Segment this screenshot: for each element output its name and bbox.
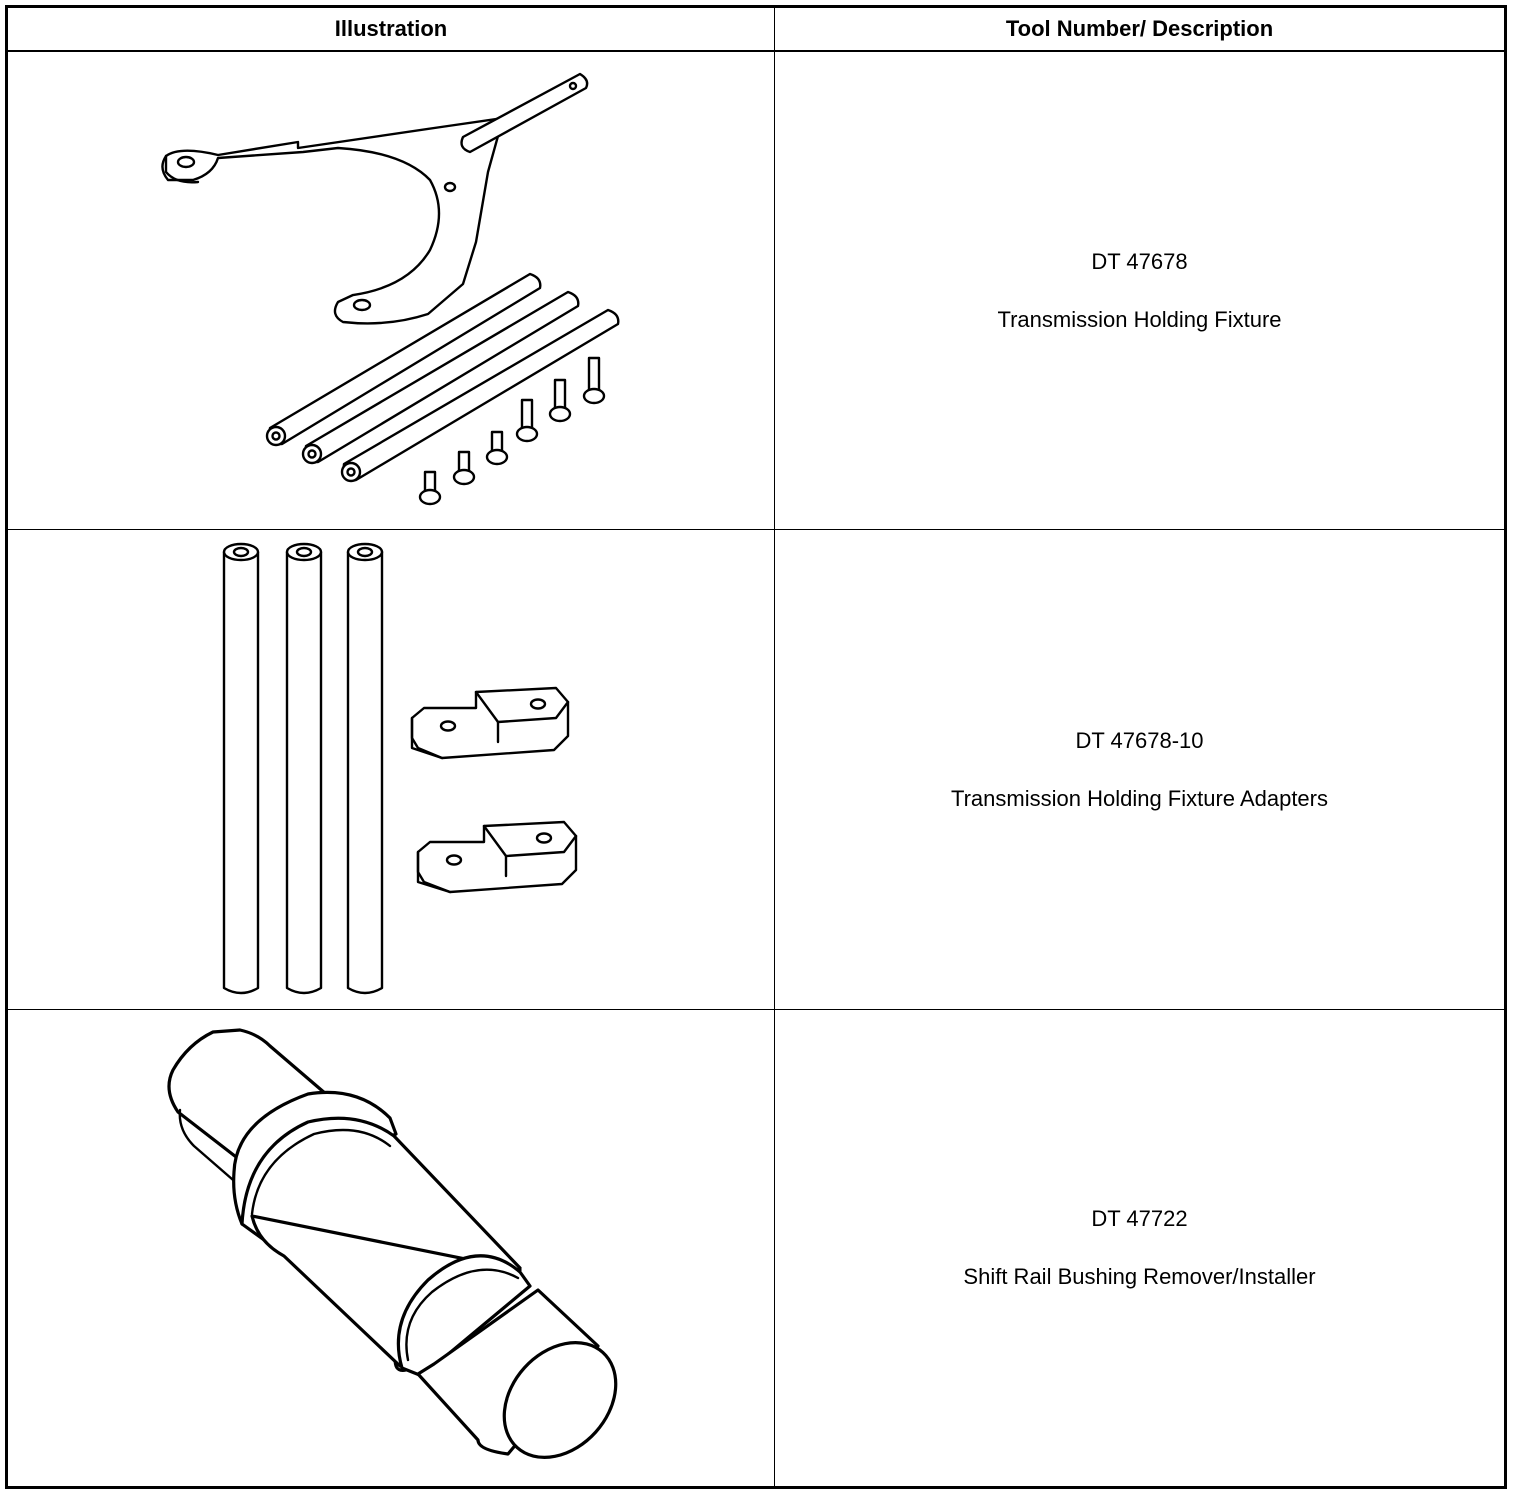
header-tool-description: Tool Number/ Description: [1005, 16, 1274, 41]
header-illustration: Illustration: [334, 16, 448, 41]
tool-description: Transmission Holding Fixture: [997, 306, 1282, 332]
illustration-bushing-remover-installer: [8, 1010, 774, 1486]
tool-table: Illustration Tool Number/ Description: [5, 5, 1507, 1489]
illustration-fixture-adapters: [8, 530, 774, 1009]
description-holding-fixture: DT 47678 Transmission Holding Fixture: [775, 52, 1504, 529]
description-fixture-adapters: DT 47678-10 Transmission Holding Fixture…: [775, 530, 1504, 1009]
row-divider: [8, 1009, 1504, 1010]
row-divider: [8, 529, 1504, 530]
tool-number: DT 47722: [1091, 1206, 1188, 1231]
header-divider: [8, 50, 1504, 52]
tool-number: DT 47678-10: [1075, 727, 1204, 753]
tool-description: Transmission Holding Fixture Adapters: [950, 785, 1328, 811]
tool-description: Shift Rail Bushing Remover/Installer: [963, 1264, 1316, 1289]
illustration-holding-fixture: [8, 52, 774, 529]
tool-number: DT 47678: [1091, 248, 1188, 274]
column-divider: [774, 8, 775, 1486]
description-bushing-remover-installer: DT 47722 Shift Rail Bushing Remover/Inst…: [775, 1010, 1504, 1486]
